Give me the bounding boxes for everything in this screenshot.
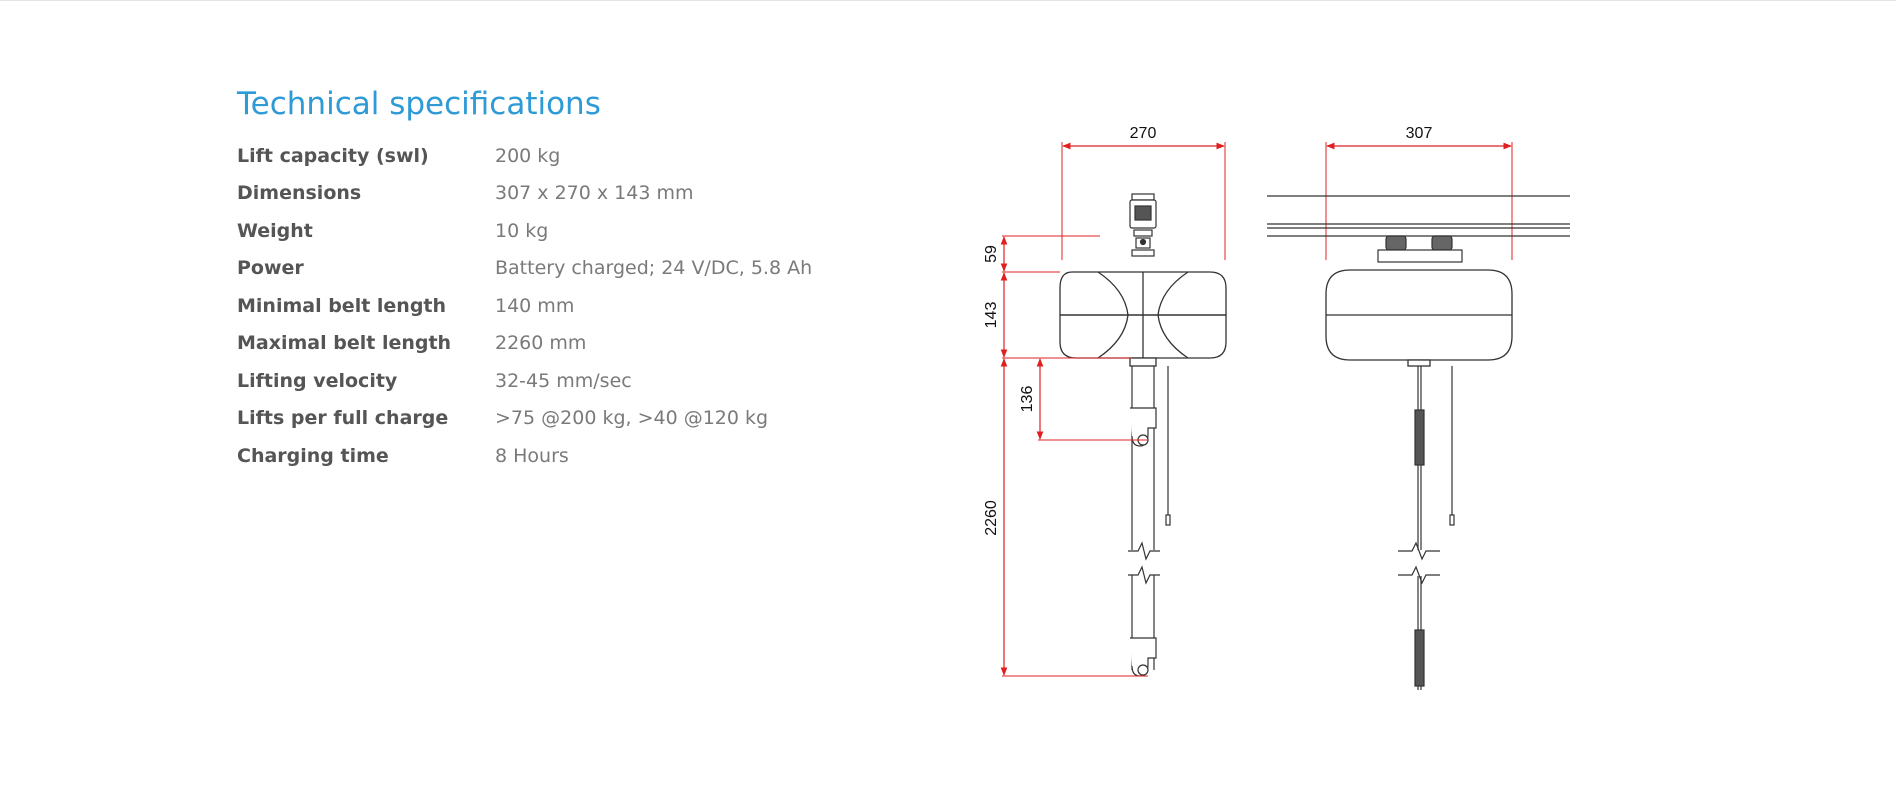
- spec-value: >75 @200 kg, >40 @120 kg: [495, 407, 769, 430]
- dimension-max-belt: 2260: [983, 358, 1148, 677]
- spec-row: Minimal belt length 140 mm: [237, 287, 857, 325]
- spec-label: Minimal belt length: [237, 294, 447, 317]
- dimension-label-min-belt: 136: [1019, 386, 1036, 413]
- spec-label: Dimensions: [237, 182, 362, 205]
- dimension-label-front-width: 270: [1130, 125, 1157, 142]
- spec-row: Dimensions 307 x 270 x 143 mm: [237, 175, 857, 213]
- spec-label: Maximal belt length: [237, 332, 452, 355]
- technical-drawing: 270: [960, 110, 1580, 700]
- trolley-side-icon: [1377, 235, 1463, 263]
- lift-body-front: [1059, 271, 1227, 367]
- spec-table: Lift capacity (swl) 200 kg Dimensions 30…: [237, 137, 857, 475]
- spec-label: Lifting velocity: [237, 369, 398, 392]
- dimension-front-width: 270: [1061, 125, 1226, 260]
- trolley-icon: [1129, 193, 1157, 257]
- spec-value: 2260 mm: [495, 332, 587, 355]
- dimension-label-side-width: 307: [1406, 125, 1433, 142]
- spec-label: Charging time: [237, 444, 389, 467]
- spec-value: 8 Hours: [495, 444, 569, 467]
- front-view: 270: [983, 125, 1227, 677]
- spec-value: 200 kg: [495, 144, 561, 167]
- spec-label: Power: [237, 257, 304, 280]
- dimension-top-height: 59: [983, 235, 1100, 273]
- hook-lower-icon: [1130, 637, 1157, 677]
- dimension-body-height: 143: [983, 272, 1132, 359]
- spec-row: Lift capacity (swl) 200 kg: [237, 137, 857, 175]
- lift-body-side: [1325, 269, 1513, 367]
- dimension-label-max-belt: 2260: [983, 500, 1000, 536]
- spec-row: Lifts per full charge >75 @200 kg, >40 @…: [237, 400, 857, 438]
- spec-value: Battery charged; 24 V/DC, 5.8 Ah: [495, 257, 813, 280]
- dimension-label-top-height: 59: [983, 245, 1000, 263]
- spec-row: Weight 10 kg: [237, 212, 857, 250]
- spec-row: Charging time 8 Hours: [237, 437, 857, 475]
- dimension-label-body-height: 143: [983, 302, 1000, 329]
- top-divider: [0, 0, 1896, 1]
- spec-value: 307 x 270 x 143 mm: [495, 182, 694, 205]
- spec-label: Lifts per full charge: [237, 407, 449, 430]
- spec-label: Lift capacity (swl): [237, 144, 429, 167]
- spec-value: 10 kg: [495, 219, 549, 242]
- page-title: Technical specifications: [237, 86, 601, 122]
- spec-row: Maximal belt length 2260 mm: [237, 325, 857, 363]
- belt-side: [1398, 366, 1455, 690]
- side-view: 307: [1267, 125, 1570, 690]
- dimension-min-belt: 136: [1019, 358, 1148, 441]
- belt-front: [1128, 366, 1171, 670]
- dimension-side-width: 307: [1325, 125, 1513, 260]
- ceiling-rail: [1267, 195, 1570, 237]
- spec-row: Lifting velocity 32-45 mm/sec: [237, 362, 857, 400]
- hook-upper-icon: [1130, 407, 1157, 447]
- spec-value: 140 mm: [495, 294, 575, 317]
- spec-label: Weight: [237, 219, 313, 242]
- spec-value: 32-45 mm/sec: [495, 369, 632, 392]
- spec-row: Power Battery charged; 24 V/DC, 5.8 Ah: [237, 250, 857, 288]
